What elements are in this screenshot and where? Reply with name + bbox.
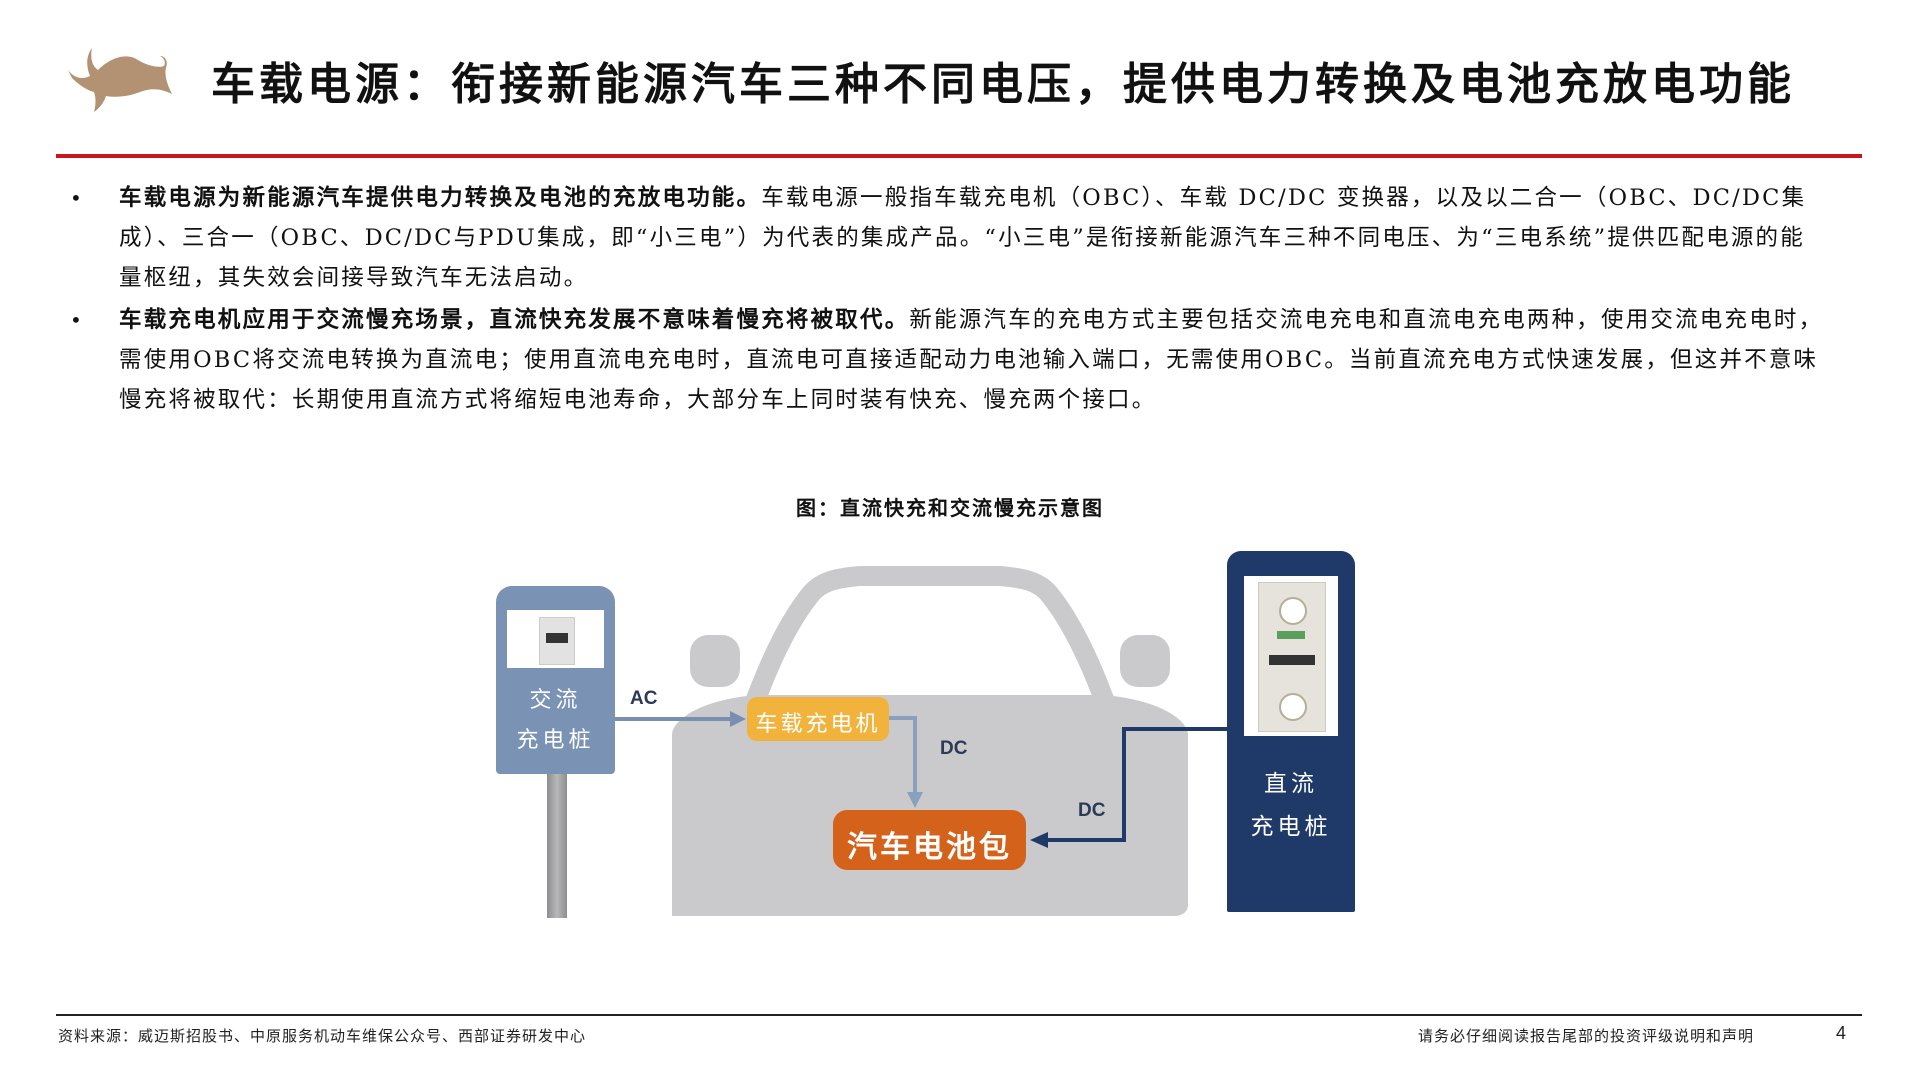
ac-pile-label-line1: 交流	[529, 688, 582, 713]
battery-pack-box: 汽车电池包	[833, 810, 1026, 870]
page-title: 车载电源：衔接新能源汽车三种不同电压，提供电力转换及电池充放电功能	[211, 59, 1795, 110]
bullet-dot-icon: •	[70, 186, 84, 210]
bullet-item: • 车载电源为新能源汽车提供电力转换及电池的充放电功能。车载电源一般指车载充电机（…	[66, 178, 1826, 298]
bullet-heading: 车载电源为新能源汽车提供电力转换及电池的充放电功能。	[119, 185, 762, 211]
dc-pile-label-line2: 充电桩	[1250, 814, 1332, 840]
ac-charging-pile: 交流 充电桩	[496, 586, 615, 774]
figure-caption: 图：直流快充和交流慢充示意图	[796, 496, 1104, 520]
dc-pile-arrow-label: DC	[1078, 800, 1106, 821]
title-divider	[56, 154, 1862, 158]
dc-charging-pile: 直流 充电桩	[1227, 551, 1355, 912]
obc-dc-line-v	[913, 716, 917, 798]
battery-pack-label: 汽车电池包	[847, 830, 1012, 865]
bullet-item: • 车载充电机应用于交流慢充场景，直流快充发展不意味着慢充将被取代。新能源汽车的充…	[66, 300, 1826, 420]
footer-divider	[56, 1014, 1862, 1016]
obc-dc-line-h	[889, 716, 917, 720]
dc-arrow-head-icon	[1030, 832, 1048, 848]
bullet-body: 车载电源一般指车载充电机（OBC）、车载 DC/DC 变换器，以及以二合一（OB…	[119, 185, 1807, 291]
obc-box: 车载充电机	[747, 697, 889, 741]
bullet-list: • 车载电源为新能源汽车提供电力转换及电池的充放电功能。车载电源一般指车载充电机（…	[66, 178, 1826, 422]
ac-pile-pole	[547, 770, 567, 918]
obc-dc-arrow-head-icon	[907, 792, 923, 808]
ac-arrow-label: AC	[630, 688, 658, 709]
car-silhouette-icon	[672, 566, 1188, 916]
dc-line-h-top	[1122, 727, 1228, 731]
page-number: 4	[1836, 1023, 1847, 1043]
source-note: 资料来源：威迈斯招股书、中原服务机动车维保公众号、西部证券研发中心	[58, 1027, 587, 1045]
ac-arrow-head-icon	[730, 711, 746, 727]
obc-dc-label: DC	[940, 738, 968, 759]
ac-meter-image	[507, 610, 604, 668]
bull-logo-icon	[60, 40, 180, 112]
dc-line-h-bottom	[1046, 838, 1126, 842]
obc-label: 车载充电机	[755, 712, 881, 737]
ac-arrow-line	[615, 717, 735, 721]
dc-line-v	[1122, 727, 1126, 842]
dc-pile-label-line1: 直流	[1264, 771, 1318, 797]
bullet-dot-icon: •	[70, 308, 84, 332]
disclaimer-note: 请务必仔细阅读报告尾部的投资评级说明和声明	[1418, 1027, 1755, 1045]
bullet-heading: 车载充电机应用于交流慢充场景，直流快充发展不意味着慢充将被取代。	[119, 307, 910, 333]
ac-pile-label-line2: 充电桩	[516, 728, 595, 753]
dc-meter-image	[1244, 576, 1338, 736]
bullet-body: 新能源汽车的充电方式主要包括交流电充电和直流电充电两种，使用交流电充电时，需使用…	[119, 307, 1824, 413]
